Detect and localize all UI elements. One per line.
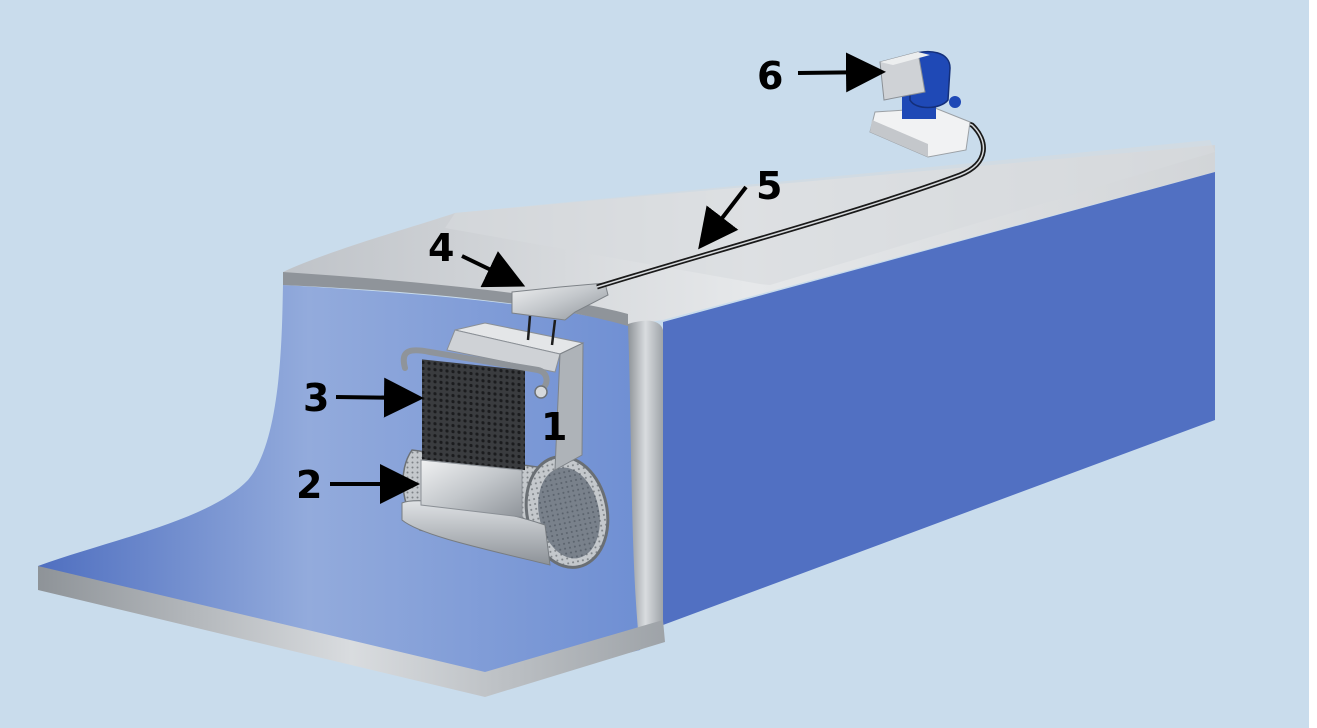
channel-wall-right: [663, 172, 1215, 625]
arrow-4: [461, 251, 526, 288]
cable-highlight: [596, 112, 985, 288]
screen-lower-plate: [420, 459, 523, 518]
top-slab-band: [445, 140, 1215, 285]
drum-end-hole: [538, 467, 600, 559]
unit-cowl: [446, 329, 561, 373]
screen-panel: [422, 359, 525, 471]
channel-wall-rim: [628, 320, 663, 650]
callout-4: 4: [428, 226, 454, 270]
drive-base-side: [870, 120, 928, 157]
unit-side: [554, 342, 584, 471]
callout-3: 3: [303, 376, 329, 420]
drive-fitting: [949, 96, 961, 108]
trench-lip: [283, 272, 628, 326]
junction-box: [511, 282, 609, 321]
unit-handle: [400, 347, 550, 393]
unit-bolt: [534, 385, 548, 399]
callout-1: 1: [541, 405, 567, 449]
drop-cable-a: [526, 315, 532, 341]
drop-cable-b: [550, 319, 557, 346]
arrow-3: [335, 377, 424, 418]
callout-5: 5: [756, 164, 782, 208]
drive-control-top: [880, 52, 930, 65]
right-margin: [1309, 0, 1317, 728]
arrow-6: [797, 52, 886, 93]
callout-2: 2: [296, 463, 322, 507]
callout-6: 6: [757, 54, 783, 98]
arrow-5: [698, 185, 748, 250]
